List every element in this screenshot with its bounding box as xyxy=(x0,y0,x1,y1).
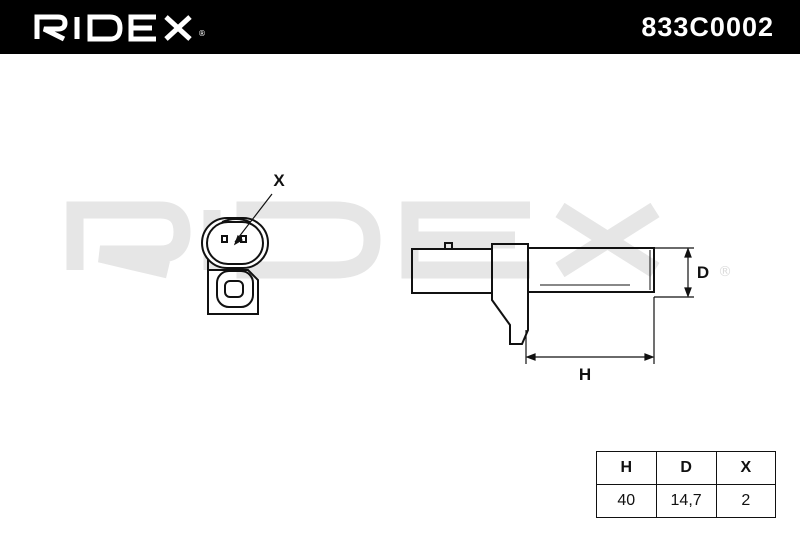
table-cell-d: 14,7 xyxy=(655,484,717,518)
watermark-logo xyxy=(66,201,660,279)
leader-line-x xyxy=(233,193,273,246)
table-header-row: H D X xyxy=(596,451,777,485)
dimension-table: H D X 40 14,7 2 xyxy=(596,451,777,518)
dimension-d xyxy=(654,247,694,298)
label-x: X xyxy=(273,171,285,190)
table-row: 40 14,7 2 xyxy=(596,484,777,518)
sensor-side-view xyxy=(411,242,655,345)
table-cell-x: 2 xyxy=(715,484,777,518)
table-cell-h: 40 xyxy=(596,484,657,518)
table-header-h: H xyxy=(596,451,657,485)
header-bar: ® 833C0002 xyxy=(0,0,800,54)
dimension-h xyxy=(525,297,655,364)
registered-mark: ® xyxy=(718,264,732,280)
label-h: H xyxy=(579,365,591,384)
technical-drawing: ® X D H xyxy=(66,171,732,384)
table-header-d: D xyxy=(655,451,717,485)
label-d: D xyxy=(697,263,709,282)
part-number: 833C0002 xyxy=(641,12,774,42)
table-header-x: X xyxy=(715,451,777,485)
svg-text:®: ® xyxy=(198,29,206,38)
ridex-logo: ® xyxy=(34,14,206,42)
